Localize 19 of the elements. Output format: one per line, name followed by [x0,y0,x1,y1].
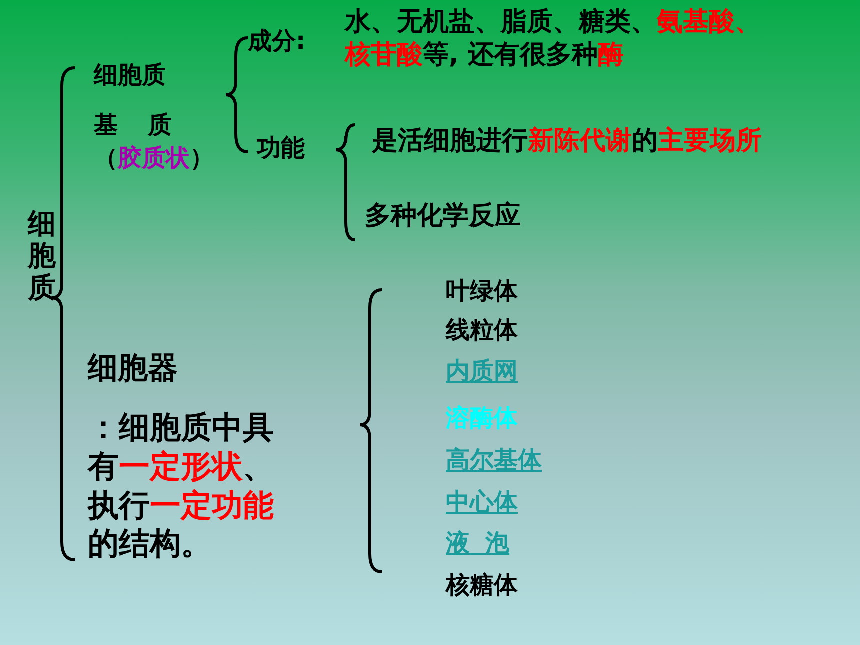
organelle-label: 中心体 [446,487,518,517]
description-text: 水、无机盐、脂质、糖类、氨基酸、核苷酸等, 还有很多种酶 [345,6,762,71]
description-text: 是活细胞进行新陈代谢的主要场所 [372,125,762,158]
organelle-label: 溶酶体 [446,403,518,433]
organelle-label: 高尔基体 [446,445,542,475]
term-label: 基 质 [94,110,172,140]
organelle-label: 线粒体 [446,315,518,345]
organelle-label: 核糖体 [446,570,518,600]
vertical-title: 细胞质 [28,208,57,305]
description-text: 多种化学反应 [365,200,521,232]
organelle-label: 液 泡 [446,528,510,558]
term-label: 成分: [248,26,306,56]
term-label: 细胞质 [94,60,166,90]
organelle-label: 内质网 [446,356,518,386]
organelle-label: 叶绿体 [446,276,518,306]
definition-text: ：细胞质中具有一定形状、执行一定功能的结构。 [88,409,275,564]
term-label: 功能 [257,133,305,163]
term-label: 细胞器 [88,350,178,388]
term-label: （胶质状） [94,143,214,173]
